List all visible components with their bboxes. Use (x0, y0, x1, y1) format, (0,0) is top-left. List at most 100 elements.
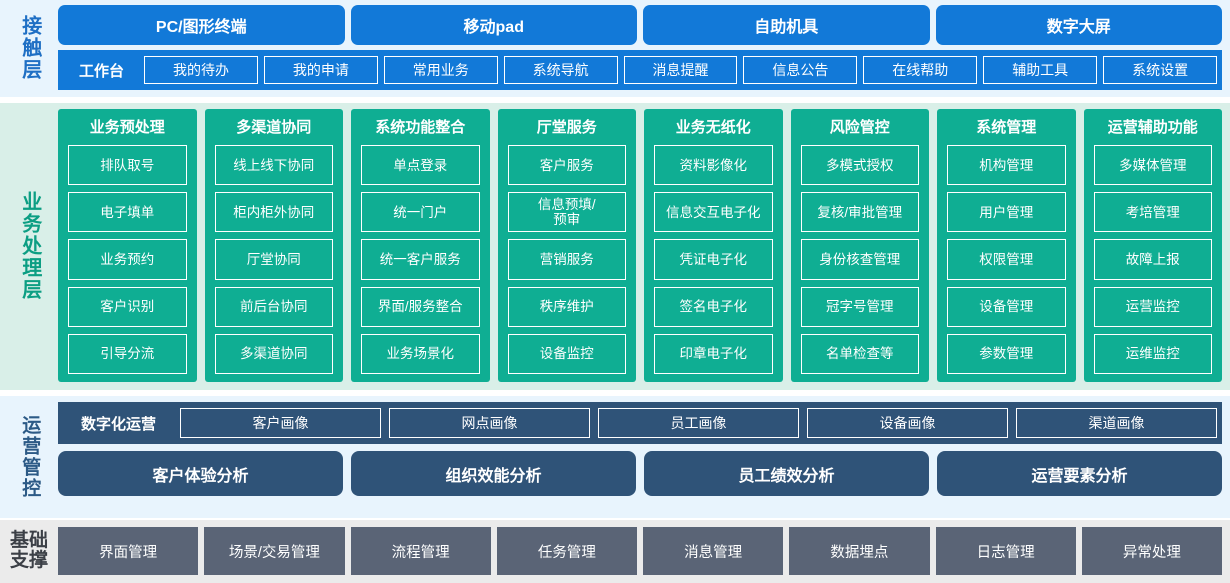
column-title: 系统功能整合 (375, 119, 466, 136)
biz-item-fault-report[interactable]: 故障上报 (1093, 239, 1212, 280)
contact-layer-label: 接触层 (18, 15, 41, 81)
business-column-hall-service: 厅堂服务 客户服务 信息预填/ 预审 营销服务 秩序维护 设备监控 (497, 109, 636, 382)
base-support-band: 基础 支撑 界面管理 场景/交易管理 流程管理 任务管理 消息管理 数据埋点 日… (0, 520, 1230, 583)
column-items: 客户服务 信息预填/ 预审 营销服务 秩序维护 设备监控 (507, 145, 626, 375)
biz-item-unified-portal[interactable]: 统一门户 (361, 192, 480, 233)
channel-row: PC/图形终端 移动pad 自助机具 数字大屏 (58, 5, 1222, 45)
workbench-row: 工作台 我的待办 我的申请 常用业务 系统导航 消息提醒 信息公告 在线帮助 辅… (58, 50, 1222, 90)
biz-item-online-offline-collab[interactable]: 线上线下协同 (214, 145, 333, 186)
biz-item-device-monitoring[interactable]: 设备监控 (507, 333, 626, 375)
biz-item-identity-verification[interactable]: 身份核查管理 (800, 239, 919, 280)
biz-item-parameter-management[interactable]: 参数管理 (947, 333, 1066, 375)
biz-item-counter-collab[interactable]: 柜内柜外协同 (214, 192, 333, 233)
biz-item-multimode-authorization[interactable]: 多模式授权 (800, 145, 919, 186)
biz-item-crown-number[interactable]: 冠字号管理 (800, 286, 919, 327)
analysis-employee-performance[interactable]: 员工绩效分析 (644, 451, 929, 496)
column-title: 运营辅助功能 (1107, 119, 1198, 136)
analysis-customer-experience[interactable]: 客户体验分析 (58, 451, 343, 496)
operation-layer-body: 数字化运营 客户画像 网点画像 员工画像 设备画像 渠道画像 客户体验分析 组织… (58, 402, 1222, 511)
base-item-message-management[interactable]: 消息管理 (643, 527, 784, 575)
analysis-org-efficiency[interactable]: 组织效能分析 (351, 451, 636, 496)
business-layer-body: 业务预处理 排队取号 电子填单 业务预约 客户识别 引导分流 多渠道协同 线上线… (58, 109, 1222, 382)
base-item-process-management[interactable]: 流程管理 (350, 527, 491, 575)
biz-item-marketing-service[interactable]: 营销服务 (507, 239, 626, 280)
business-layer-band: 业务处理层 业务预处理 排队取号 电子填单 业务预约 客户识别 引导分流 多渠道… (0, 103, 1230, 390)
business-column-system-management: 系统管理 机构管理 用户管理 权限管理 设备管理 参数管理 (937, 109, 1076, 382)
column-title: 风险管控 (829, 119, 890, 136)
contact-layer-band: 接触层 PC/图形终端 移动pad 自助机具 数字大屏 工作台 我的待办 我的申… (0, 0, 1230, 97)
base-item-data-tracking[interactable]: 数据埋点 (789, 527, 930, 575)
base-item-log-management[interactable]: 日志管理 (935, 527, 1076, 575)
base-support-label-line2: 支撑 (9, 550, 48, 571)
biz-item-single-sign-on[interactable]: 单点登录 (361, 145, 480, 186)
digital-operation-title: 数字化运营 (81, 415, 157, 433)
channel-mobile-pad[interactable]: 移动pad (350, 5, 637, 45)
portrait-branch[interactable]: 网点画像 (389, 408, 591, 438)
contact-layer-body: PC/图形终端 移动pad 自助机具 数字大屏 工作台 我的待办 我的申请 常用… (58, 5, 1222, 91)
column-items: 单点登录 统一门户 统一客户服务 界面/服务整合 业务场景化 (361, 145, 480, 375)
workbench-item-common-business[interactable]: 常用业务 (383, 56, 498, 84)
biz-item-queue-ticket[interactable]: 排队取号 (68, 145, 187, 186)
base-item-scenario-transaction-management[interactable]: 场景/交易管理 (204, 527, 345, 575)
portrait-employee[interactable]: 员工画像 (598, 408, 800, 438)
workbench-item-my-todo[interactable]: 我的待办 (144, 56, 258, 84)
column-items: 机构管理 用户管理 权限管理 设备管理 参数管理 (947, 145, 1066, 375)
workbench-item-announcement[interactable]: 信息公告 (743, 56, 858, 84)
workbench-item-auxiliary-tools[interactable]: 辅助工具 (983, 56, 1098, 84)
biz-item-seal-digital[interactable]: 印章电子化 (654, 333, 773, 375)
base-support-label: 基础 支撑 (0, 527, 58, 575)
workbench-item-system-navigation[interactable]: 系统导航 (503, 56, 618, 84)
base-item-exception-handling[interactable]: 异常处理 (1081, 527, 1222, 575)
biz-item-device-management[interactable]: 设备管理 (947, 286, 1066, 327)
biz-item-front-back-collab[interactable]: 前后台协同 (214, 286, 333, 327)
biz-item-pre-fill-pre-audit[interactable]: 信息预填/ 预审 (507, 192, 626, 233)
base-item-task-management[interactable]: 任务管理 (496, 527, 637, 575)
portrait-customer[interactable]: 客户画像 (180, 408, 382, 438)
base-item-ui-management[interactable]: 界面管理 (58, 527, 199, 575)
biz-item-review-approval[interactable]: 复核/审批管理 (800, 192, 919, 233)
biz-item-maintenance-monitoring[interactable]: 运维监控 (1093, 333, 1212, 375)
biz-item-hall-collab[interactable]: 厅堂协同 (214, 239, 333, 280)
channel-digital-screen[interactable]: 数字大屏 (935, 5, 1222, 45)
column-title: 业务预处理 (89, 119, 165, 136)
biz-item-org-management[interactable]: 机构管理 (947, 145, 1066, 186)
biz-item-operation-monitoring[interactable]: 运营监控 (1093, 286, 1212, 327)
digital-operation-row: 数字化运营 客户画像 网点画像 员工画像 设备画像 渠道画像 (58, 402, 1222, 444)
biz-item-customer-service[interactable]: 客户服务 (507, 145, 626, 186)
biz-item-multimedia-management[interactable]: 多媒体管理 (1093, 145, 1212, 186)
base-support-body: 界面管理 场景/交易管理 流程管理 任务管理 消息管理 数据埋点 日志管理 异常… (58, 527, 1222, 575)
workbench-item-message-alert[interactable]: 消息提醒 (623, 56, 738, 84)
biz-item-customer-identification[interactable]: 客户识别 (68, 286, 187, 327)
biz-item-appointment[interactable]: 业务预约 (68, 239, 187, 280)
biz-item-multichannel-collab[interactable]: 多渠道协同 (214, 333, 333, 375)
biz-item-guidance-diversion[interactable]: 引导分流 (68, 333, 187, 375)
workbench-item-online-help[interactable]: 在线帮助 (863, 56, 978, 84)
business-column-risk-control: 风险管控 多模式授权 复核/审批管理 身份核查管理 冠字号管理 名单检查等 (790, 109, 929, 382)
channel-self-service[interactable]: 自助机具 (643, 5, 930, 45)
biz-item-training-management[interactable]: 考培管理 (1093, 192, 1212, 233)
analysis-operation-factors[interactable]: 运营要素分析 (937, 451, 1222, 496)
biz-item-info-exchange-digital[interactable]: 信息交互电子化 (654, 192, 773, 233)
column-items: 资料影像化 信息交互电子化 凭证电子化 签名电子化 印章电子化 (654, 145, 773, 375)
workbench-item-my-application[interactable]: 我的申请 (263, 56, 378, 84)
workbench-item-system-settings[interactable]: 系统设置 (1103, 56, 1218, 84)
biz-item-voucher-digital[interactable]: 凭证电子化 (654, 239, 773, 280)
biz-item-business-scenario[interactable]: 业务场景化 (361, 333, 480, 375)
biz-item-signature-digital[interactable]: 签名电子化 (654, 286, 773, 327)
biz-item-unified-customer-service[interactable]: 统一客户服务 (361, 239, 480, 280)
column-items: 线上线下协同 柜内柜外协同 厅堂协同 前后台协同 多渠道协同 (214, 145, 333, 375)
channel-pc[interactable]: PC/图形终端 (58, 5, 345, 45)
operation-layer-band: 运营管控 数字化运营 客户画像 网点画像 员工画像 设备画像 渠道画像 客户体验… (0, 396, 1230, 518)
portrait-channel[interactable]: 渠道画像 (1016, 408, 1218, 438)
biz-item-ui-service-integration[interactable]: 界面/服务整合 (361, 286, 480, 327)
biz-item-order-maintenance[interactable]: 秩序维护 (507, 286, 626, 327)
business-layer-label: 业务处理层 (18, 190, 41, 301)
biz-item-list-check[interactable]: 名单检查等 (800, 333, 919, 375)
biz-item-document-imaging[interactable]: 资料影像化 (654, 145, 773, 186)
biz-item-e-form[interactable]: 电子填单 (68, 192, 187, 233)
portrait-device[interactable]: 设备画像 (807, 408, 1009, 438)
operation-layer-label: 运营管控 (19, 414, 41, 499)
biz-item-permission-management[interactable]: 权限管理 (947, 239, 1066, 280)
biz-item-user-management[interactable]: 用户管理 (947, 192, 1066, 233)
